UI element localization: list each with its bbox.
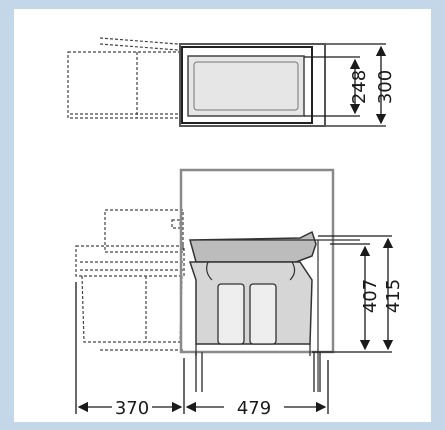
side-view-cabinet xyxy=(179,168,335,354)
dimension-label-415: 415 xyxy=(383,279,404,313)
top-view-cabinet xyxy=(179,43,326,127)
top-view-dimension-lines xyxy=(304,43,387,127)
dimension-label-300: 300 xyxy=(375,70,396,104)
side-view-vertical-dimension-lines xyxy=(312,235,394,353)
dimension-label-370: 370 xyxy=(115,398,149,419)
side-view-extended-bins xyxy=(75,209,185,351)
cabinet-legs xyxy=(195,352,321,392)
side-view-horizontal-dimension-lines xyxy=(75,282,329,414)
dimension-label-248: 248 xyxy=(349,70,370,104)
dimension-label-479: 479 xyxy=(237,398,271,419)
top-view-extended-drawer xyxy=(67,37,181,119)
waste-bin-unit xyxy=(188,230,360,392)
side-view: 407 415 370 479 xyxy=(75,168,404,419)
dimension-label-407: 407 xyxy=(360,279,381,313)
top-view: 248 300 xyxy=(67,37,396,127)
